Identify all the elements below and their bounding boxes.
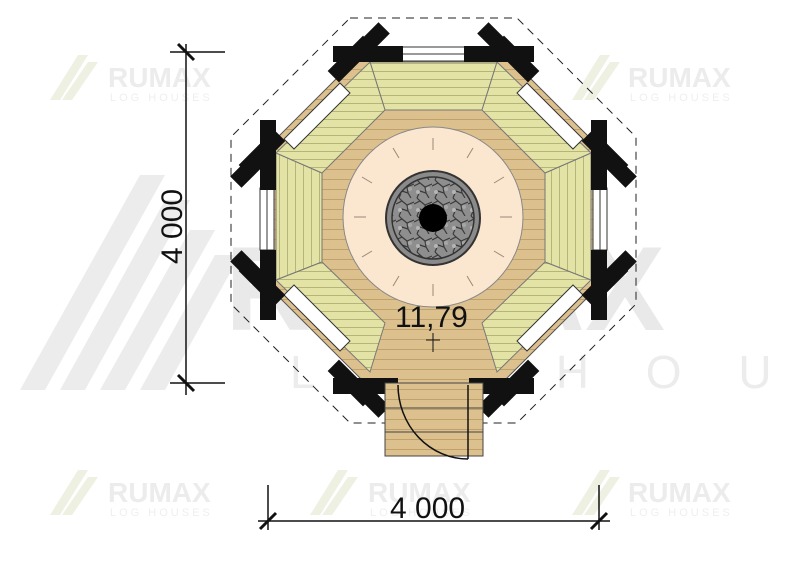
corner-top-right xyxy=(464,22,540,83)
bench-top xyxy=(369,61,498,111)
watermark-logo-mark xyxy=(20,175,240,390)
dimension-horizontal xyxy=(258,485,610,531)
window-top-right xyxy=(516,82,584,150)
dimension-vertical xyxy=(170,42,225,395)
corner-top-left xyxy=(327,22,403,83)
windows xyxy=(259,46,608,352)
watermark-small-brand: RUMAX xyxy=(368,477,471,508)
area-leader xyxy=(426,333,440,352)
floor-area-label: 11,79 xyxy=(395,301,468,334)
center-circle-ticks xyxy=(354,138,512,296)
width-dimension-label: 4 000 xyxy=(390,492,465,525)
watermark-small-tagline: LOG HOUSES xyxy=(370,507,473,519)
corner-left-top xyxy=(230,120,286,190)
watermark-small-tagline: LOG HOUSES xyxy=(110,92,213,104)
entrance-steps xyxy=(384,382,484,457)
log-corners xyxy=(230,22,637,418)
bench-right xyxy=(544,152,592,281)
watermark-small-tagline: LOG HOUSES xyxy=(630,507,733,519)
corner-bottom-left xyxy=(327,359,398,418)
watermark-small-tagline: LOG HOUSES xyxy=(630,92,733,104)
height-dimension-label: 4 000 xyxy=(156,189,189,264)
watermark-small-brand: RUMAX xyxy=(108,477,211,508)
door-swing xyxy=(397,384,469,460)
window-bottom-right xyxy=(516,284,584,352)
watermark-small-bottom-mid: RUMAX LOG HOUSES xyxy=(310,470,473,519)
corner-left-bottom xyxy=(230,250,286,320)
watermark-small-bottom-right: RUMAX LOG HOUSES xyxy=(572,470,733,519)
watermark-small-brand: RUMAX xyxy=(628,62,731,93)
fire-pit-hole xyxy=(419,204,447,232)
watermark-small-top-left: RUMAX LOG HOUSES xyxy=(50,55,213,104)
corner-bottom-right xyxy=(469,359,540,418)
window-bottom-left xyxy=(283,284,351,352)
watermark-small-brand: RUMAX xyxy=(628,477,731,508)
watermark-small-bottom-left: RUMAX LOG HOUSES xyxy=(50,470,213,519)
corner-right-top xyxy=(581,120,637,190)
watermark-small-brand: RUMAX xyxy=(108,62,211,93)
window-top-left xyxy=(283,82,351,150)
watermark-small-top-right: RUMAX LOG HOUSES xyxy=(572,55,733,104)
watermark-small-tagline: LOG HOUSES xyxy=(110,507,213,519)
bench-left xyxy=(275,152,323,281)
benches xyxy=(275,61,592,373)
corner-right-bottom xyxy=(581,250,637,320)
